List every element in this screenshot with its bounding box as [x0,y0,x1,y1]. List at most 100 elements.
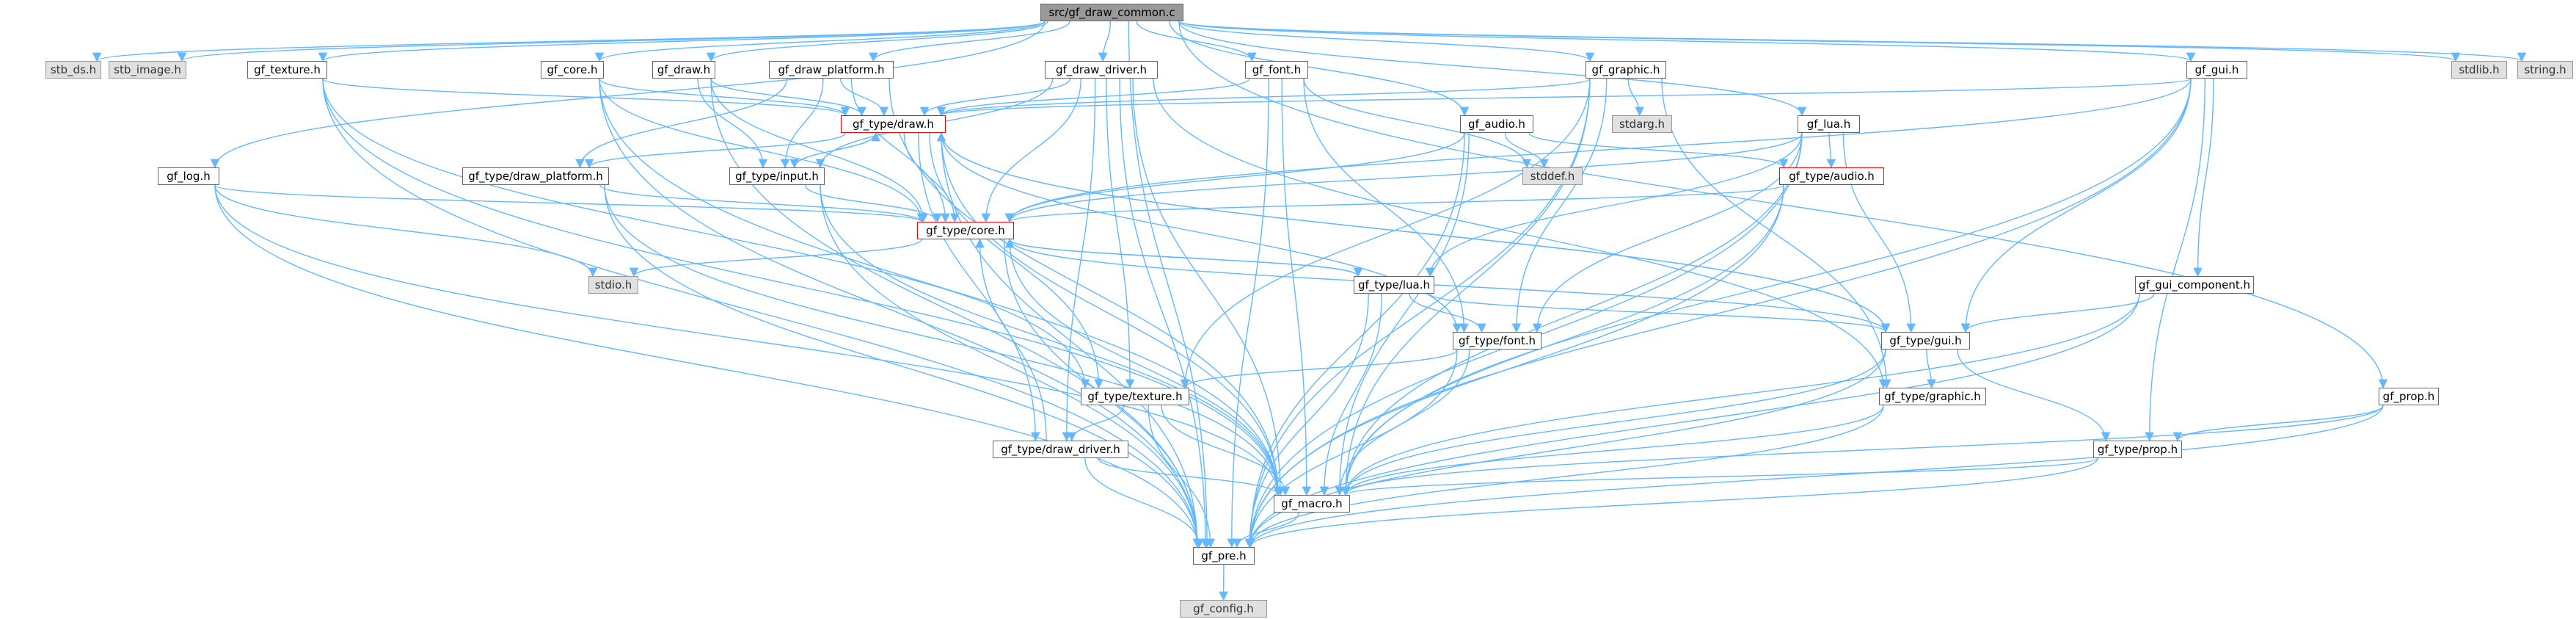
node-gf-audio[interactable]: gf_audio.h [1460,115,1533,133]
edge-gf_graphic-to-gf_pre [1245,78,1591,549]
edge-gf_lua-to-gf_macro [1340,132,1803,496]
edge-t_draw_driver-to-gf_macro [1098,457,1283,496]
node-gf-gui[interactable]: gf_gui.h [2186,61,2247,79]
edge-gf_draw_driver-to-t_core [981,78,1081,223]
edge-t_input-to-t_draw [794,131,880,168]
node-stdlib[interactable]: stdlib.h [2451,61,2507,79]
edge-gf_draw_platform-to-t_core [850,78,950,223]
node-gf-graphic[interactable]: gf_graphic.h [1586,61,1666,79]
edge-gf_audio-to-gf_macro [1335,132,1470,496]
edge-root-to-gf_log [210,21,1046,169]
node-gf-macro[interactable]: gf_macro.h [1274,495,1350,513]
node-t-draw[interactable]: gf_type/draw.h [841,115,946,133]
node-t-core[interactable]: gf_type/core.h [917,222,1014,239]
edge-t_draw-to-gf_macro [941,132,1283,496]
node-gf-font[interactable]: gf_font.h [1245,61,1308,79]
edge-gf_graphic-to-t_draw [937,78,1591,117]
edge-t_input-to-t_core [804,184,942,223]
edge-gf_log-to-gf_macro [214,184,1283,496]
edge-gf_core-to-gf_pre [599,78,1203,549]
node-gf-lua[interactable]: gf_lua.h [1798,115,1860,133]
edge-t_draw-to-t_draw_platform [584,132,846,169]
edge-gf_gui-to-t_prop [2145,78,2205,442]
edge-t_draw_platform-to-gf_pre [604,184,1203,549]
node-t-font[interactable]: gf_type/font.h [1453,332,1541,350]
edge-gf_graphic-to-t_graphic [1661,78,1891,389]
node-gf-texture[interactable]: gf_texture.h [247,61,327,79]
edge-gf_draw_platform-to-gf_macro [889,78,1283,496]
edge-gf_draw_driver-to-t_draw [919,78,1071,117]
edge-t_core-to-t_gui [1009,239,1891,333]
edge-gf_graphic-to-stdarg [1627,78,1644,117]
node-t-draw-platform[interactable]: gf_type/draw_platform.h [462,167,609,185]
edge-gf_audio-to-stddef [1504,132,1549,169]
edge-gf_gui_component-to-gf_pre [1245,293,2140,549]
edge-gf_font-to-gf_macro [1281,78,1312,496]
edge-t_lua-to-gf_macro [1319,293,1382,496]
node-t-audio[interactable]: gf_type/audio.h [1779,167,1884,185]
edge-t_audio-to-gf_pre [1245,184,1784,549]
node-gf-pre[interactable]: gf_pre.h [1193,547,1255,565]
edge-t_lua-to-t_core [1004,238,1359,277]
edge-root-to-gf_lua [1178,21,1807,117]
node-stdarg[interactable]: stdarg.h [1612,115,1672,133]
node-gf-core[interactable]: gf_core.h [541,61,604,79]
node-stddef[interactable]: stddef.h [1522,167,1583,185]
edge-gf_draw_driver-to-gf_macro [1132,78,1285,496]
edge-gf_draw-to-t_draw [710,78,866,117]
node-t-draw-driver[interactable]: gf_type/draw_driver.h [993,441,1128,458]
edge-gf_draw_platform-to-t_draw [839,78,889,117]
edge-t_prop-to-gf_macro [1341,457,2098,496]
edge-root-to-gf_graphic [1178,21,1595,62]
edge-root-to-gf_draw [706,21,1048,62]
node-stb-image[interactable]: stb_image.h [109,61,186,79]
edge-t_draw-to-gf_pre [941,132,1203,549]
edge-gf_core-to-gf_macro [599,78,1283,496]
edge-gf_draw-to-t_input [697,78,768,169]
node-gf-draw-driver[interactable]: gf_draw_driver.h [1045,61,1158,79]
node-gf-draw[interactable]: gf_draw.h [652,61,715,79]
node-t-prop[interactable]: gf_type/prop.h [2093,441,2182,458]
node-gf-gui-component[interactable]: gf_gui_component.h [2135,276,2254,294]
node-t-texture[interactable]: gf_type/texture.h [1081,388,1189,405]
node-gf-config[interactable]: gf_config.h [1180,600,1267,618]
node-t-lua[interactable]: gf_type/lua.h [1354,276,1434,294]
edge-t_draw_platform-to-t_core [599,184,927,223]
node-gf-draw-platform[interactable]: gf_draw_platform.h [769,61,894,79]
edge-t_texture-to-gf_macro [1161,405,1291,496]
edge-t_lua-to-t_font [1409,293,1486,333]
edge-t_font-to-gf_pre [1245,349,1458,549]
edge-t_draw-to-t_texture [929,132,1103,389]
node-gf-prop[interactable]: gf_prop.h [2379,388,2439,405]
edge-gf_draw-to-gf_pre [710,78,1203,549]
edge-gf_log-to-t_core [214,184,926,223]
edge-gf_gui-to-t_core [1004,78,2192,223]
edge-gf_font-to-t_draw [936,78,1250,117]
edge-gf_core-to-t_core [599,78,927,223]
edge-root-to-gf_font [1136,21,1257,62]
edge-t_draw_driver-to-t_core [975,238,1047,441]
node-t-graphic[interactable]: gf_type/graphic.h [1879,388,1986,405]
edge-root-to-gf_pre [1128,21,1212,549]
edge-gf_draw_driver-to-gf_pre [1119,78,1211,549]
node-string[interactable]: string.h [2517,61,2573,79]
edge-gf_prop-to-gf_pre [1245,405,2384,549]
node-gf-log[interactable]: gf_log.h [158,167,219,185]
edge-gf_font-to-stddef [1303,78,1532,169]
node-t-gui[interactable]: gf_type/gui.h [1881,332,1970,350]
edge-t_texture-to-gf_pre [1147,405,1216,549]
node-stb-ds[interactable]: stb_ds.h [45,61,101,79]
edge-gf_core-to-t_draw [599,78,850,117]
edge-gf_gui_component-to-gf_macro [1340,293,2140,496]
edge-t_gui-to-t_graphic [1926,349,1936,389]
edge-gf_gui-to-t_gui [1960,78,2192,333]
node-stdio[interactable]: stdio.h [588,276,638,294]
node-t-input[interactable]: gf_type/input.h [729,167,825,185]
edge-t_gui-to-gf_macro [1340,349,1886,496]
edge-gf_graphic-to-t_texture [1180,78,1591,389]
edge-t_core-to-gf_macro [1009,239,1283,496]
edge-gf_draw_platform-to-t_draw_platform [575,78,788,169]
edge-t_gui-to-gf_pre [1245,349,1886,549]
